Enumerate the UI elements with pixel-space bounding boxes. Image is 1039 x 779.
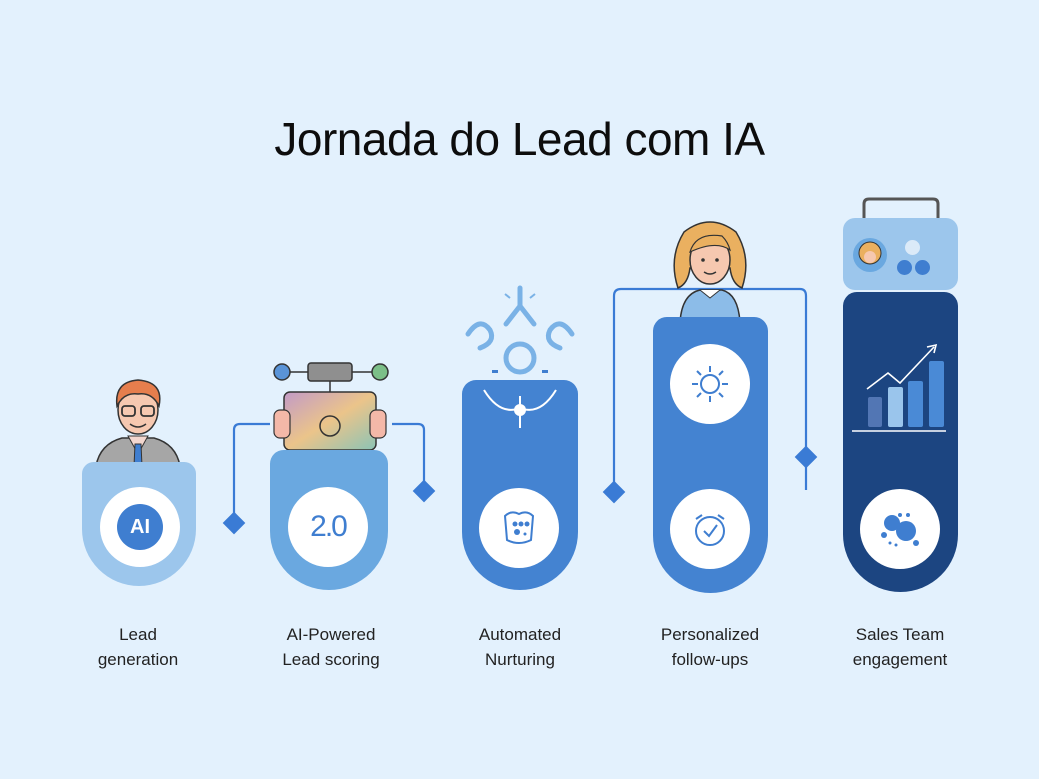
stage-label: Personalized follow-ups xyxy=(660,625,760,669)
handle-icon xyxy=(862,197,940,222)
team-member-avatar xyxy=(853,238,887,272)
stage-label: Lead generation xyxy=(97,625,179,669)
stage-label: Automated Nurturing xyxy=(478,625,562,669)
branching-nodes-figure xyxy=(465,285,575,375)
dot-indicator xyxy=(897,260,912,275)
stage-label: AI-Powered Lead scoring xyxy=(282,625,380,669)
score-2-0-icon: 2.0 xyxy=(288,487,368,567)
sun-icon xyxy=(670,344,750,424)
ai-badge-icon: AI xyxy=(100,487,180,567)
dashboard-blob-icon xyxy=(479,488,559,568)
team-card xyxy=(843,218,958,290)
dot-indicator xyxy=(905,240,920,255)
bar-chart-growth-icon xyxy=(852,343,946,432)
page-title: Jornada do Lead com IA xyxy=(274,113,765,165)
dot-indicator xyxy=(915,260,930,275)
bubbles-icon xyxy=(860,489,940,569)
pendant-node-icon xyxy=(483,389,557,428)
hands-holding-tablet-figure xyxy=(273,362,389,451)
man-with-glasses-figure xyxy=(95,379,181,467)
woman-avatar-figure xyxy=(673,221,747,323)
clock-check-icon xyxy=(670,489,750,569)
stage-label: Sales Team engagement xyxy=(852,625,948,669)
